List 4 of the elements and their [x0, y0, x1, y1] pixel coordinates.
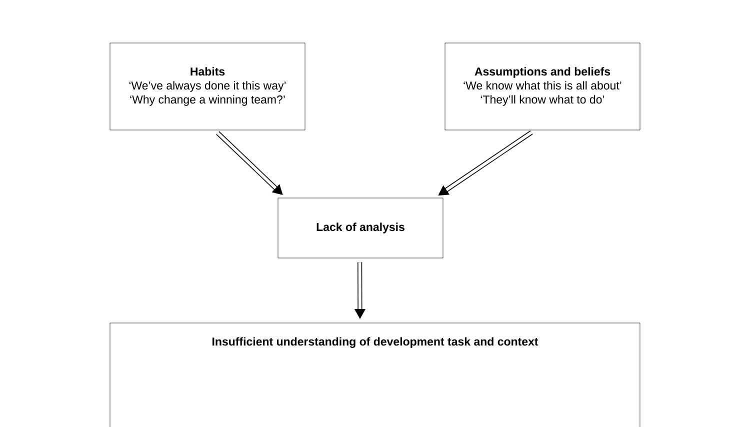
process-box: Insufficient understanding of development task and context	[110, 322, 640, 427]
process-box: Assumptions and beliefs ‘We know what this is all about’ ‘They’ll know what to do’	[444, 42, 640, 130]
process-box: Habits ‘We’ve always done it this way’ ‘Why change a winning team?’	[110, 42, 306, 130]
process-box: Lack of analysis	[278, 198, 444, 258]
